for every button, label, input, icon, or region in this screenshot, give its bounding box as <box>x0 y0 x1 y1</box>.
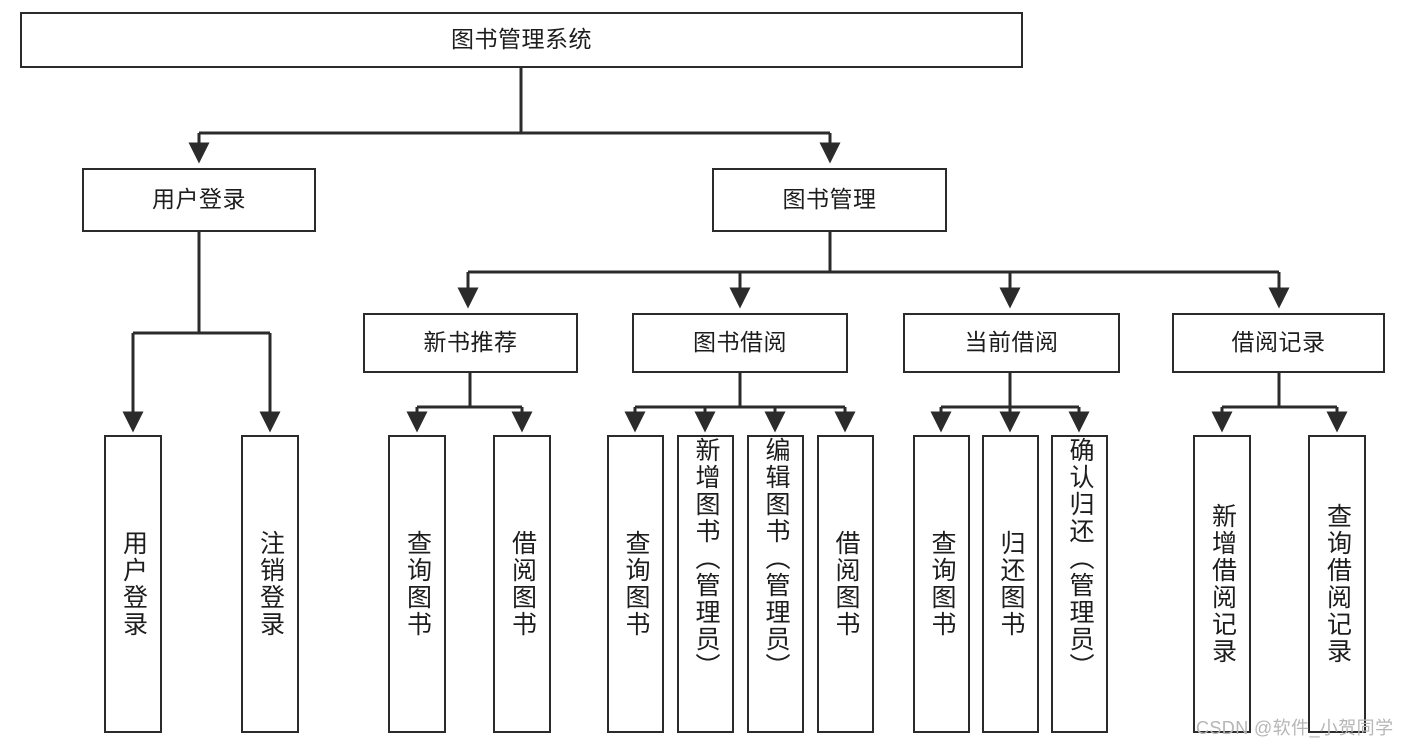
node-leaf-query-book-1[interactable]: 查询图书 <box>388 435 446 733</box>
node-book-manage[interactable]: 图书管理 <box>712 168 947 232</box>
node-leaf-query-borrow-record[interactable]: 查询借阅记录 <box>1308 435 1366 733</box>
node-user-login[interactable]: 用户登录 <box>82 168 316 232</box>
node-user-login-label: 用户登录 <box>152 186 246 213</box>
node-leaf-return-book[interactable]: 归还图书 <box>982 435 1039 733</box>
node-leaf-logout-login-label: 注销登录 <box>256 530 285 638</box>
node-leaf-edit-book-admin[interactable]: 编辑图书（管理员） <box>747 435 804 733</box>
watermark-text: CSDN @软件_小贺同学 <box>1196 718 1394 738</box>
node-leaf-add-borrow-record-label: 新增借阅记录 <box>1208 503 1237 665</box>
node-leaf-return-book-label: 归还图书 <box>997 530 1025 638</box>
node-book-manage-label: 图书管理 <box>782 186 877 213</box>
node-book-borrow[interactable]: 图书借阅 <box>632 313 848 373</box>
node-current-borrow[interactable]: 当前借阅 <box>903 313 1120 373</box>
node-leaf-query-borrow-record-label: 查询借阅记录 <box>1323 503 1352 665</box>
node-book-borrow-label: 图书借阅 <box>693 329 787 356</box>
node-leaf-add-book-admin[interactable]: 新增图书（管理员） <box>677 435 734 733</box>
node-leaf-edit-book-admin-label: 编辑图书（管理员） <box>762 437 790 680</box>
node-leaf-borrow-book-2-label: 借阅图书 <box>832 530 860 638</box>
node-leaf-borrow-book-2[interactable]: 借阅图书 <box>817 435 874 733</box>
node-leaf-confirm-return-admin[interactable]: 确认归还（管理员） <box>1051 435 1108 733</box>
node-leaf-borrow-book-1[interactable]: 借阅图书 <box>493 435 551 733</box>
node-leaf-query-book-2[interactable]: 查询图书 <box>607 435 664 733</box>
node-borrow-record[interactable]: 借阅记录 <box>1172 313 1385 373</box>
node-root[interactable]: 图书管理系统 <box>20 12 1023 68</box>
node-new-book-recommend-label: 新书推荐 <box>423 329 518 356</box>
node-root-label: 图书管理系统 <box>451 26 592 53</box>
node-leaf-add-book-admin-label: 新增图书（管理员） <box>692 437 720 680</box>
node-leaf-query-book-1-label: 查询图书 <box>403 530 432 638</box>
node-current-borrow-label: 当前借阅 <box>964 329 1059 356</box>
node-leaf-logout-login[interactable]: 注销登录 <box>241 435 299 733</box>
node-leaf-add-borrow-record[interactable]: 新增借阅记录 <box>1193 435 1251 733</box>
node-leaf-query-book-2-label: 查询图书 <box>622 530 650 638</box>
node-leaf-borrow-book-1-label: 借阅图书 <box>508 530 537 638</box>
node-borrow-record-label: 借阅记录 <box>1231 329 1326 356</box>
node-leaf-user-login-label: 用户登录 <box>119 530 148 638</box>
node-leaf-query-book-3[interactable]: 查询图书 <box>913 435 970 733</box>
node-new-book-recommend[interactable]: 新书推荐 <box>363 313 578 373</box>
node-leaf-confirm-return-admin-label: 确认归还（管理员） <box>1066 437 1094 680</box>
node-leaf-user-login[interactable]: 用户登录 <box>104 435 162 733</box>
node-leaf-query-book-3-label: 查询图书 <box>928 530 956 638</box>
